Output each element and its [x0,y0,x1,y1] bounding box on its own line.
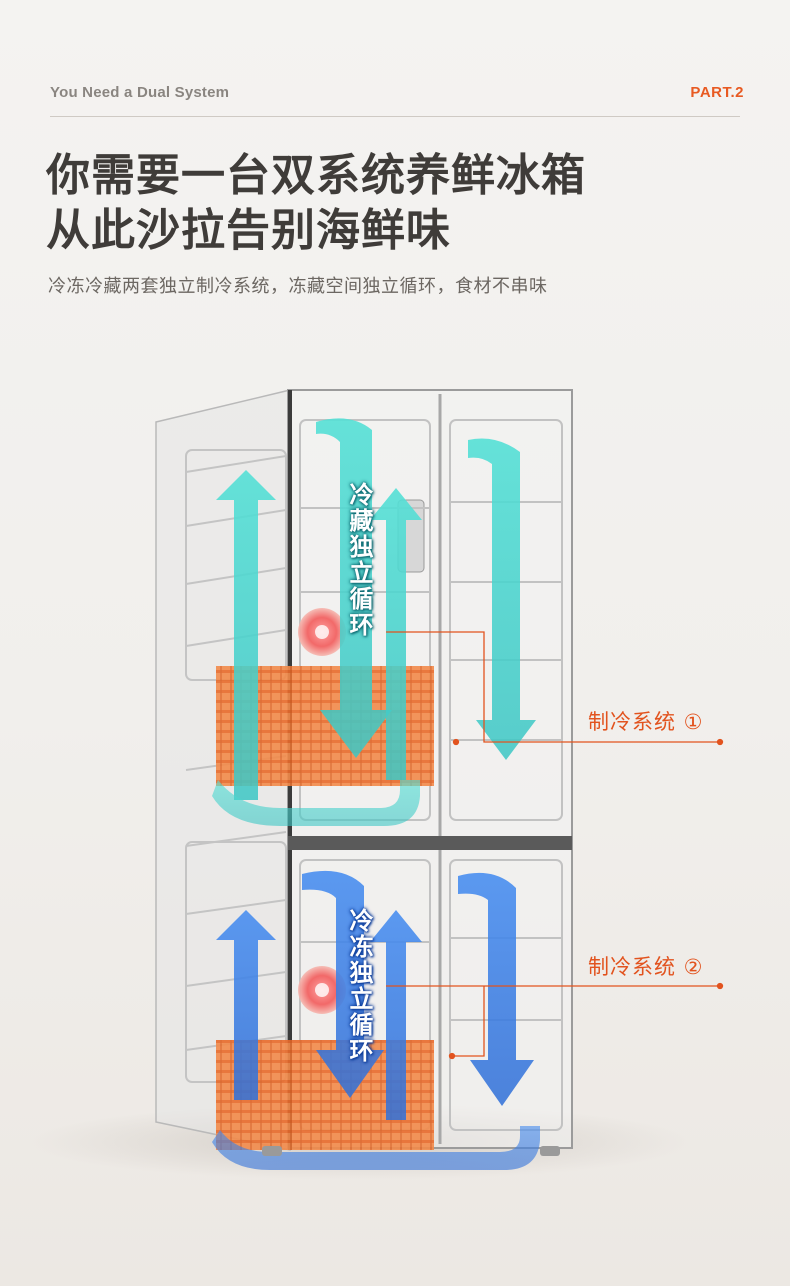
compartment-divider [288,836,572,850]
headline-line-1: 你需要一台双系统养鲜冰箱 [46,150,586,201]
dual-system-fridge-illustration [30,389,724,1180]
fridge-cycle-label: 冷藏独立循环 [345,482,373,638]
callout-system-1: 制冷系统 ① [588,710,704,734]
headline-line-2: 从此沙拉告别海鲜味 [46,205,451,256]
callout-system-2: 制冷系统 ② [588,955,704,979]
freezer-cycle-label: 冷冻独立循环 [345,908,373,1064]
fan-icon-fridge [298,608,346,656]
fan-icon-freezer [298,966,346,1014]
header-divider [50,116,740,117]
fridge-foot-right [540,1146,560,1156]
freezer-airflow-arrows [212,870,540,1170]
part-label: PART.2 [690,84,744,101]
callout-line-system2 [386,982,724,1060]
fridge-foot-left [262,1146,282,1156]
section-label: You Need a Dual System [50,84,230,101]
fridge-airflow-arrows [212,418,536,826]
subtitle: 冷冻冷藏两套独立制冷系统，冻藏空间独立循环，食材不串味 [48,276,548,297]
callout-line-system1 [386,631,724,746]
